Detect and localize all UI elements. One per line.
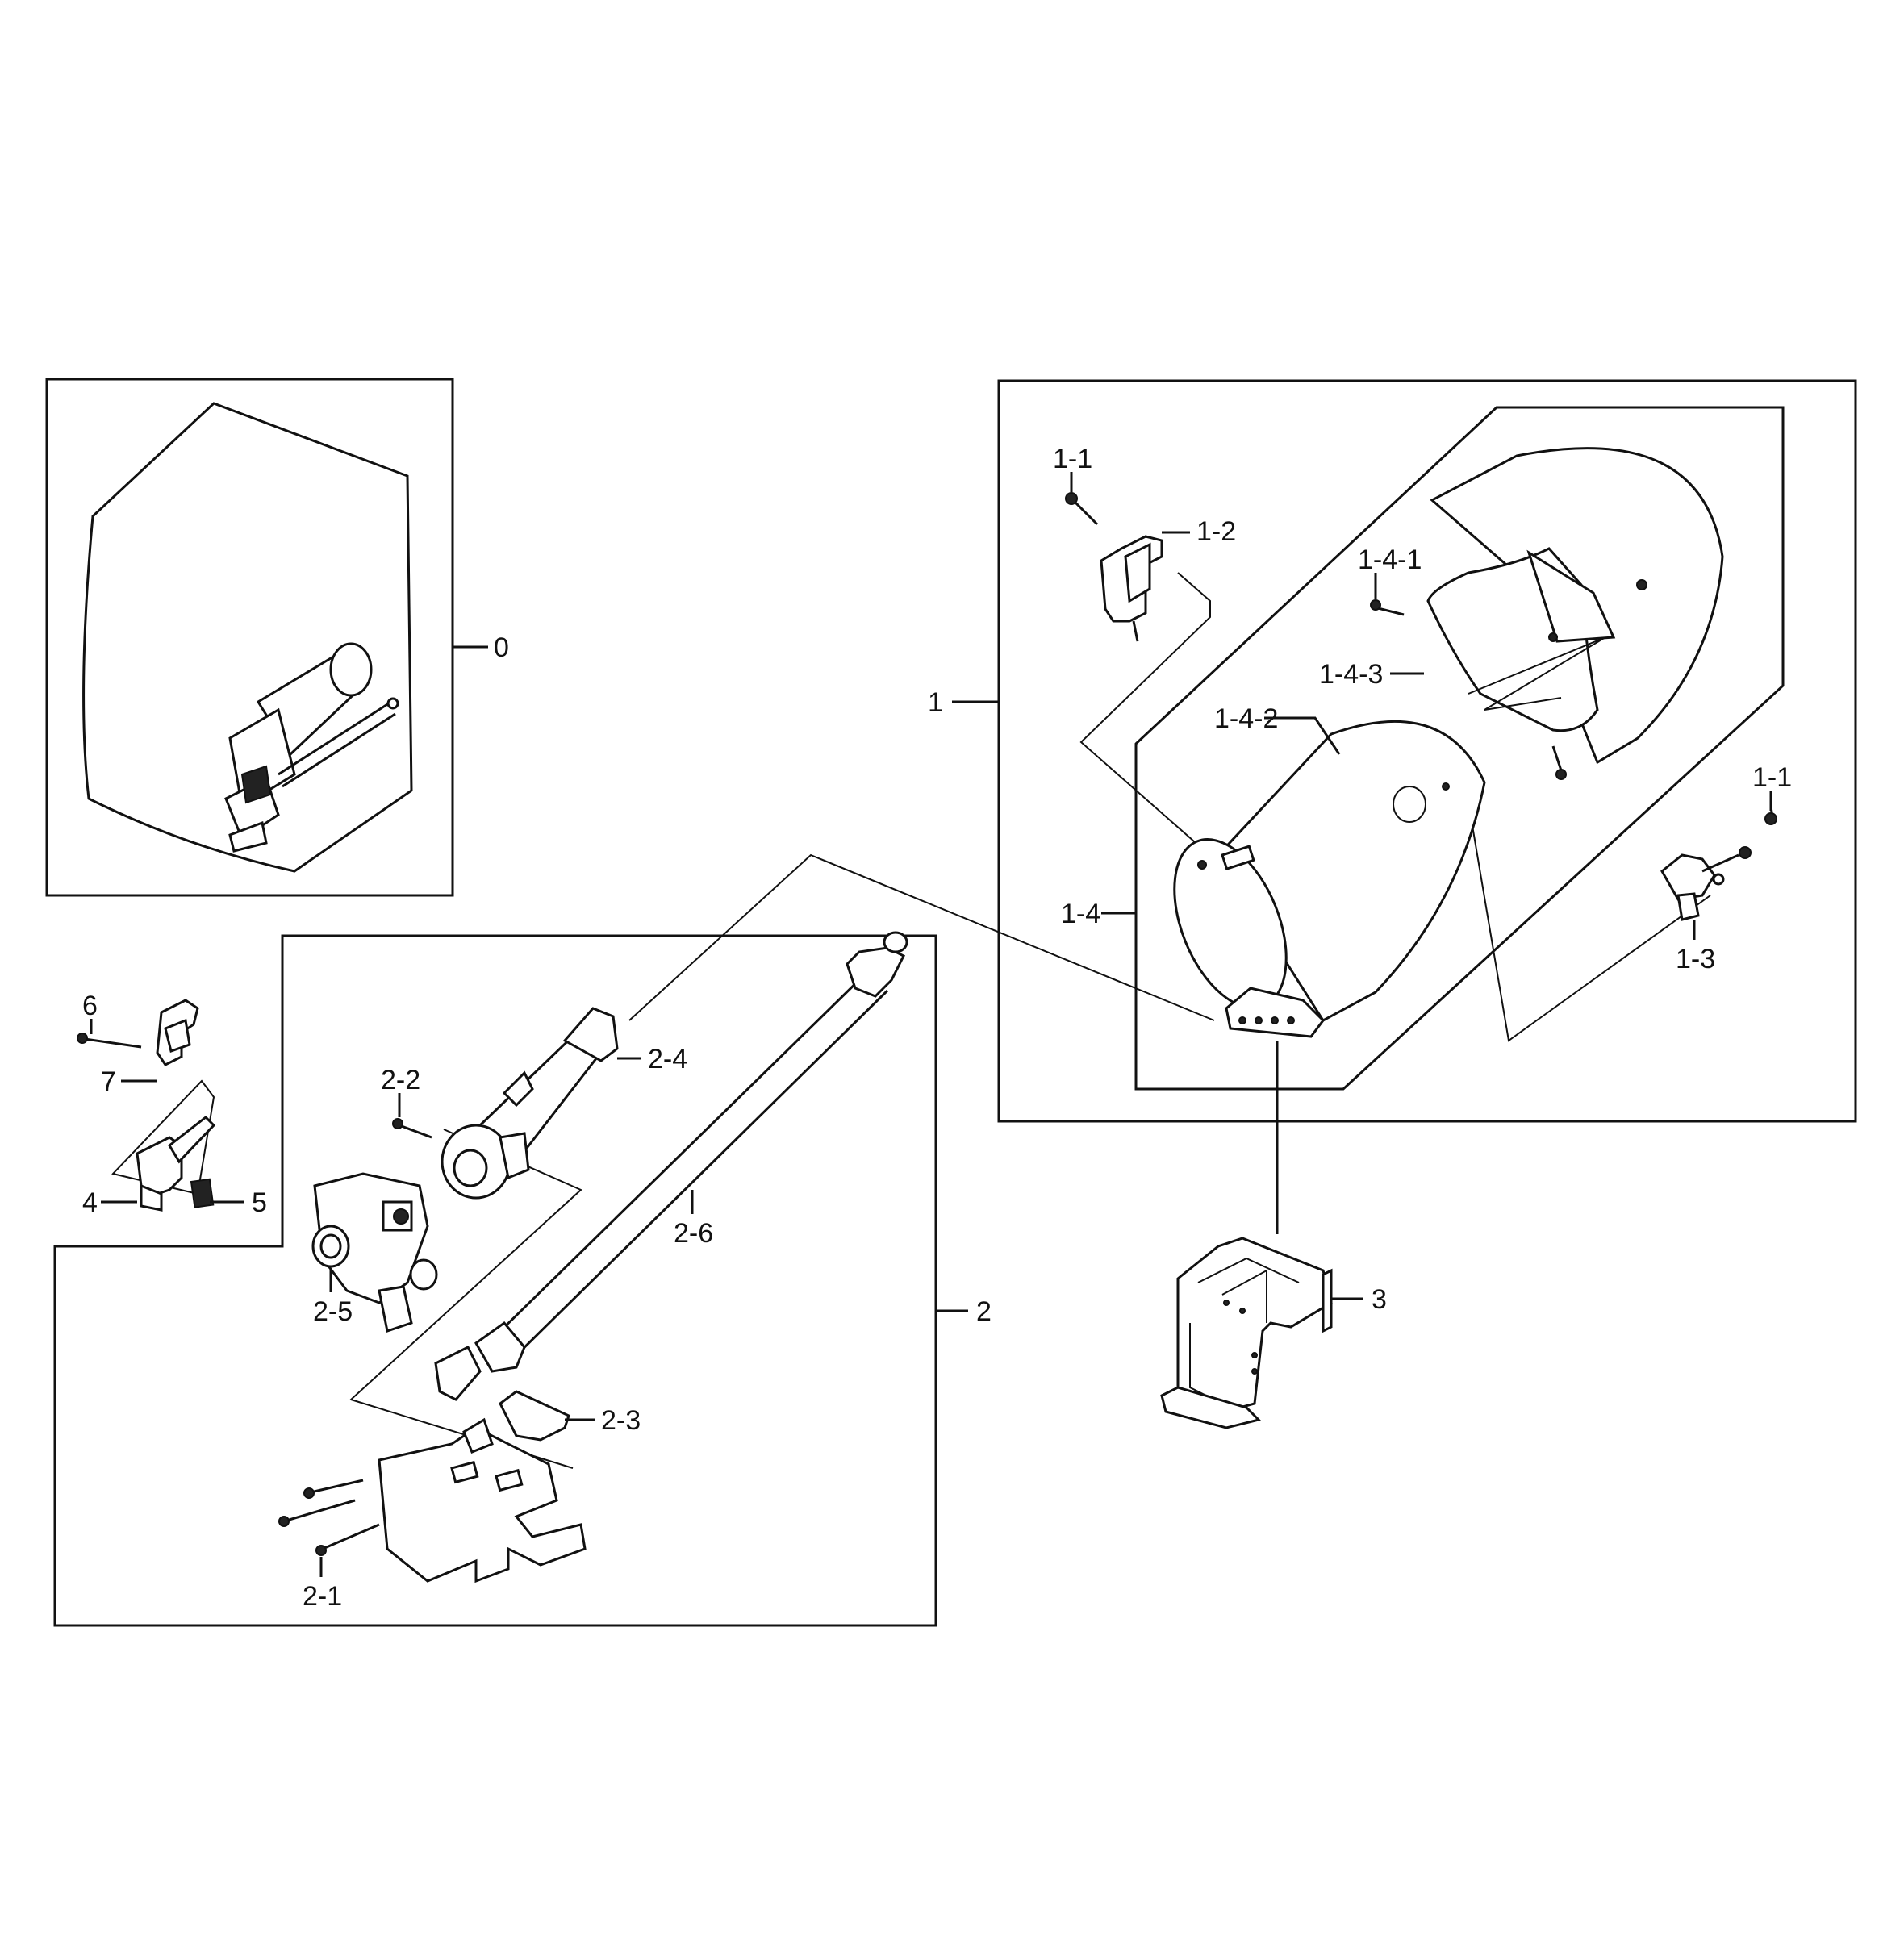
callout-1-3: 1-3: [1676, 944, 1715, 974]
bracket-2-3: [378, 1390, 587, 1583]
leader-1-4-2: [1264, 716, 1341, 755]
assembly-1-group: [997, 379, 1857, 1123]
igniter-shield-5: [190, 1178, 215, 1208]
callout-2-6: 2-6: [674, 1218, 713, 1249]
igniter-bracket-7: [156, 999, 199, 1066]
screw-2-1-a: [303, 1479, 364, 1499]
callout-4: 4: [82, 1187, 98, 1218]
screw-2-2: [392, 1118, 432, 1139]
screw-1-4-3-lower: [1551, 745, 1567, 780]
burner-tube-link-outline: [628, 853, 1215, 1021]
thermostat-1-3: [1660, 846, 1752, 921]
callout-5: 5: [252, 1187, 267, 1218]
callout-2-5: 2-5: [313, 1296, 353, 1327]
callout-6: 6: [82, 991, 98, 1021]
duct-1-4-3-shape: [1426, 447, 1724, 765]
assembly-1-frame: [997, 379, 1857, 1123]
bracket-1-2-link-outline: [1079, 572, 1215, 860]
callout-1-1b: 1-1: [1752, 762, 1792, 793]
callout-2-4: 2-4: [648, 1044, 687, 1074]
bracket-1-3-link-outline: [1459, 753, 1711, 1042]
callout-1-4-1: 1-4-1: [1358, 544, 1422, 575]
assembly-0-group: [45, 378, 454, 897]
assembly-0-cabinet-outline: [82, 402, 413, 873]
callout-2-3: 2-3: [601, 1405, 641, 1436]
bracket-1-2: [1100, 535, 1163, 642]
duct-1-4-2-shape: [1173, 720, 1486, 1038]
callout-1-4: 1-4: [1061, 899, 1100, 929]
subgroup-1-4-frame: [1134, 406, 1785, 1091]
callout-7: 7: [101, 1066, 116, 1097]
callout-2: 2: [976, 1296, 992, 1327]
callout-2-1: 2-1: [303, 1581, 342, 1612]
screw-2-1-b: [278, 1499, 356, 1527]
assembly-0-burner-miniature: [224, 642, 399, 853]
gas-valve-2-5: [311, 1172, 438, 1333]
screw-1-1-upper: [1065, 492, 1099, 526]
screw-1-4-1: [1370, 599, 1405, 616]
callout-1-4-3: 1-4-3: [1319, 659, 1383, 690]
callout-1-2: 1-2: [1196, 516, 1236, 547]
callout-0: 0: [494, 632, 509, 663]
igniter-4: [136, 1116, 216, 1212]
assembly-2-group: [53, 853, 1215, 1627]
screw-6: [77, 1033, 142, 1049]
assembly-2-frame: [53, 934, 937, 1627]
burner-tube-2-4: [441, 1007, 619, 1200]
callout-1-1a: 1-1: [1053, 444, 1092, 474]
callout-1: 1: [928, 687, 943, 718]
callout-2-2: 2-2: [381, 1065, 420, 1095]
callout-1-4-2: 1-4-2: [1214, 703, 1278, 734]
callout-3: 3: [1372, 1284, 1387, 1315]
mounting-bracket-3: [1160, 1237, 1333, 1429]
assembly-0-frame: [45, 378, 454, 897]
screw-2-1-c: [315, 1523, 380, 1556]
gas-pipe-2-6: [434, 931, 908, 1401]
